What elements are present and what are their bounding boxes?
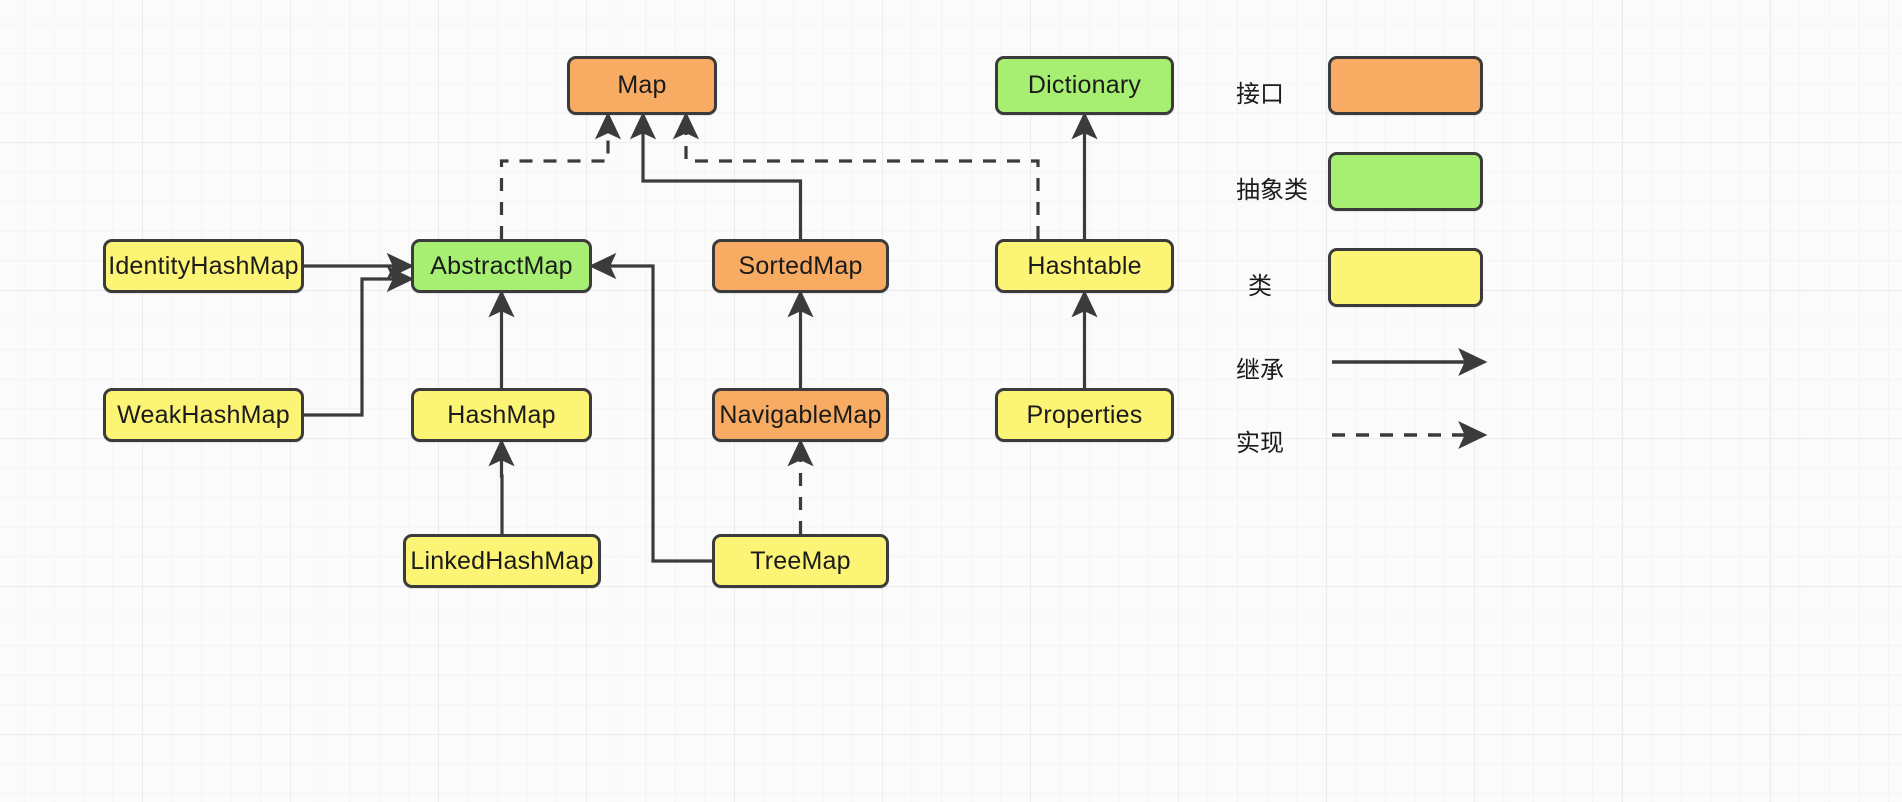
node-label: SortedMap bbox=[738, 251, 863, 280]
node-label: Dictionary bbox=[1027, 71, 1142, 99]
edge-hashtable-map bbox=[672, 111, 1040, 239]
node-weakhashmap[interactable]: WeakHashMap bbox=[103, 388, 304, 442]
node-label: Properties bbox=[1026, 400, 1143, 429]
edge-linkedhashmap-hashmap bbox=[488, 438, 515, 534]
node-label: HashMap bbox=[447, 400, 556, 429]
legend-label-interface: 接口 bbox=[1236, 81, 1284, 108]
node-hashtable[interactable]: Hashtable bbox=[995, 239, 1174, 293]
node-label: NavigableMap bbox=[719, 400, 882, 429]
node-label: TreeMap bbox=[750, 546, 851, 575]
legend-swatch-abstract bbox=[1328, 152, 1483, 211]
node-navigablemap[interactable]: NavigableMap bbox=[712, 388, 889, 442]
edge-treemap-abstractmap bbox=[588, 252, 712, 563]
legend-swatch-interface bbox=[1328, 56, 1483, 115]
node-properties[interactable]: Properties bbox=[995, 388, 1174, 442]
node-treemap[interactable]: TreeMap bbox=[712, 534, 889, 588]
node-map[interactable]: Map bbox=[567, 56, 717, 115]
node-label: IdentityHashMap bbox=[108, 251, 299, 280]
node-label: AbstractMap bbox=[430, 251, 573, 280]
edge-abstractmap-map bbox=[499, 111, 622, 239]
node-identityhashmap[interactable]: IdentityHashMap bbox=[103, 239, 304, 293]
legend-label-realization: 实现 bbox=[1236, 430, 1284, 457]
node-sortedmap[interactable]: SortedMap bbox=[712, 239, 889, 293]
node-linkedhashmap[interactable]: LinkedHashMap bbox=[403, 534, 601, 588]
legend-swatch-class bbox=[1328, 248, 1483, 307]
node-label: Hashtable bbox=[1027, 251, 1142, 280]
legend-label-inheritance: 继承 bbox=[1236, 357, 1284, 384]
edge-sortedmap-map bbox=[629, 111, 803, 239]
node-label: LinkedHashMap bbox=[410, 546, 594, 575]
node-label: WeakHashMap bbox=[117, 400, 290, 429]
node-abstractmap[interactable]: AbstractMap bbox=[411, 239, 592, 293]
node-label: Map bbox=[617, 71, 667, 99]
edge-weakhashmap-abstractmap bbox=[304, 265, 415, 417]
node-dictionary[interactable]: Dictionary bbox=[995, 56, 1174, 115]
legend-label-abstract: 抽象类 bbox=[1236, 177, 1308, 204]
legend-label-class: 类 bbox=[1248, 273, 1272, 300]
node-hashmap[interactable]: HashMap bbox=[411, 388, 592, 442]
